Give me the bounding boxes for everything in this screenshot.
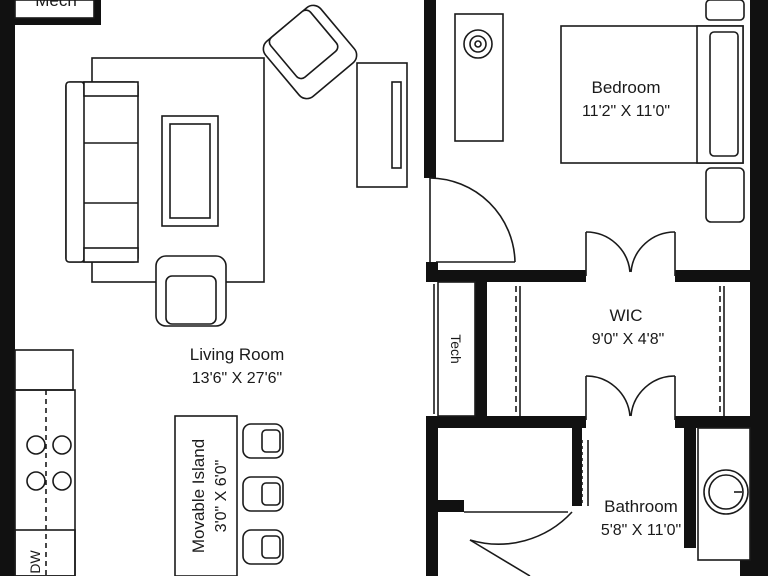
sofa-icon (65, 81, 139, 263)
bedroom-name: Bedroom (592, 78, 661, 97)
kitchen-counter (14, 349, 76, 576)
bedroom-dims: 11'2" X 11'0" (582, 103, 670, 120)
tech-closet (437, 281, 476, 417)
bar-stool-icon (242, 423, 284, 459)
wic-closet (515, 286, 725, 416)
tech-label: Tech (448, 334, 464, 364)
dishwasher-label: DW (27, 550, 43, 574)
dresser-icon (454, 13, 504, 142)
wic-dims: 9'0" X 4'8" (592, 331, 665, 348)
bar-stool-icon (242, 529, 284, 565)
bathroom-name: Bathroom (604, 497, 678, 516)
living-room-name: Living Room (190, 345, 285, 364)
wic-door-bottom[interactable] (585, 375, 676, 420)
nightstand-icon (705, 0, 745, 223)
mech-room (14, 0, 95, 19)
wic-name: WIC (609, 306, 642, 325)
bar-stool-icon (242, 476, 284, 512)
coffee-table-icon (161, 115, 219, 227)
room-labels: Mech Living Room 13'6" X 27'6" Bedroom 1… (27, 0, 681, 574)
bathroom-door[interactable] (464, 440, 589, 576)
mech-label: Mech (35, 0, 77, 10)
armchair-icon (262, 4, 358, 100)
living-room-dims: 13'6" X 27'6" (192, 370, 282, 387)
stove-icon (26, 435, 72, 491)
armchair-icon (155, 255, 227, 327)
movable-island (174, 415, 238, 576)
bedroom-door[interactable] (429, 177, 516, 263)
island-dims: 3'0" X 6'0" (213, 460, 230, 533)
island-name: Movable Island (189, 439, 208, 553)
wic-door-top[interactable] (585, 231, 676, 276)
bathroom-dims: 5'8" X 11'0" (601, 522, 681, 539)
bed-icon (560, 25, 744, 164)
tv-console-icon (356, 62, 408, 188)
sink-icon (703, 469, 749, 515)
